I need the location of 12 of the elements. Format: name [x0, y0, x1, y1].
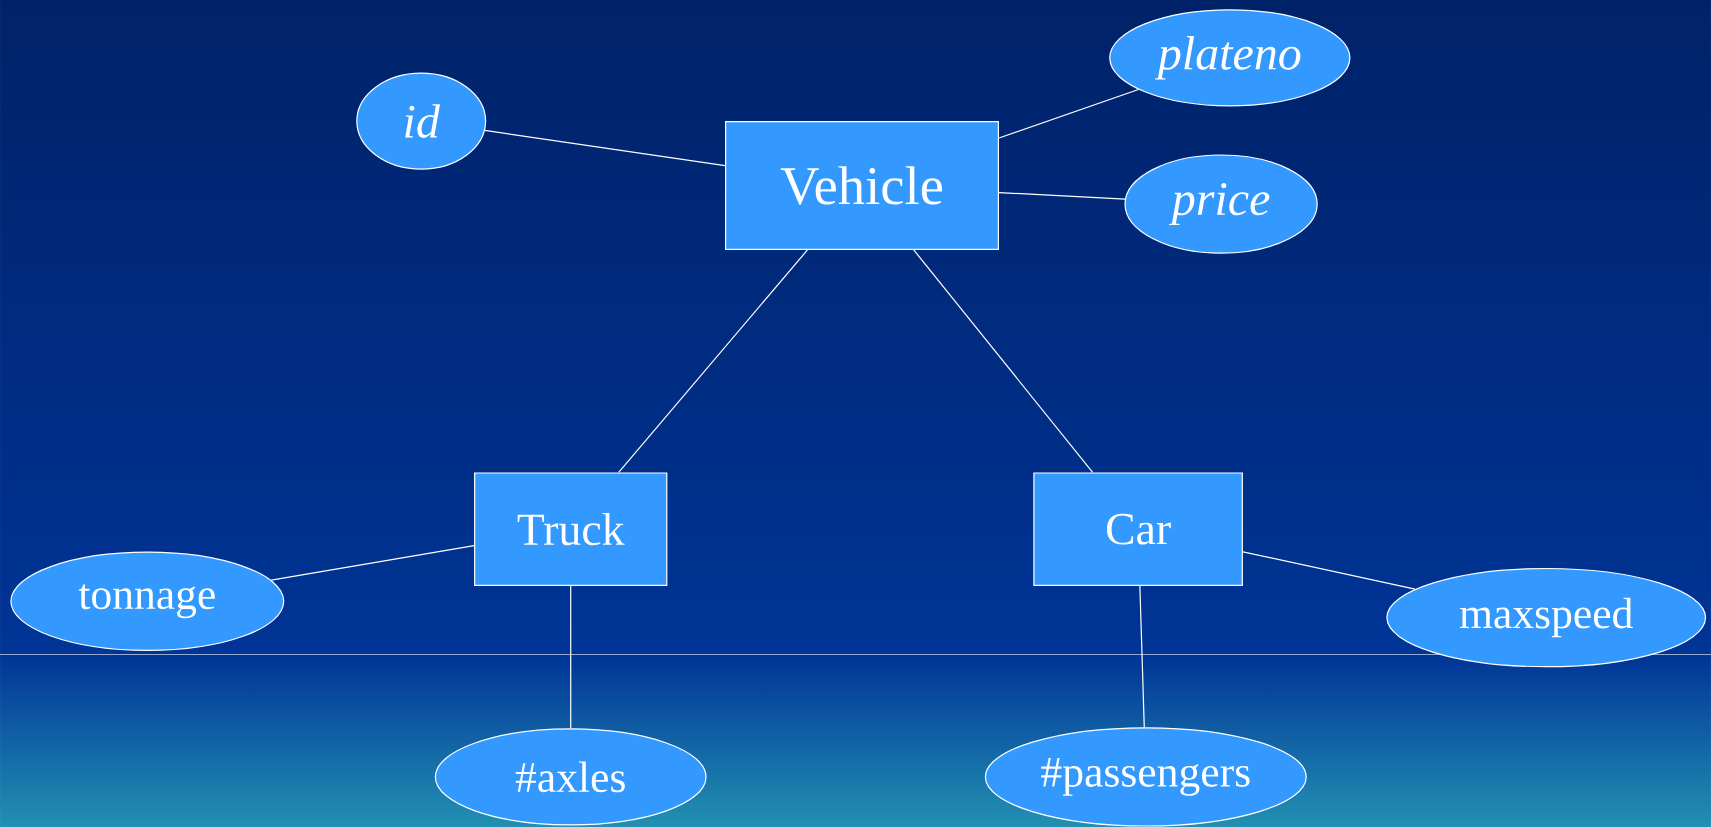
- connector-line: [270, 544, 475, 581]
- entity-box: Car: [1033, 472, 1243, 586]
- connector-line: [913, 249, 1094, 473]
- entity-box: Truck: [474, 472, 668, 586]
- connector-line: [998, 88, 1139, 139]
- entity-box: Vehicle: [725, 121, 999, 250]
- connector-line: [570, 585, 572, 729]
- connector-line: [618, 249, 809, 473]
- connector-line: [1139, 585, 1145, 728]
- connector-line: [484, 129, 726, 167]
- connector-line: [998, 192, 1126, 200]
- connector-line: [1242, 551, 1416, 590]
